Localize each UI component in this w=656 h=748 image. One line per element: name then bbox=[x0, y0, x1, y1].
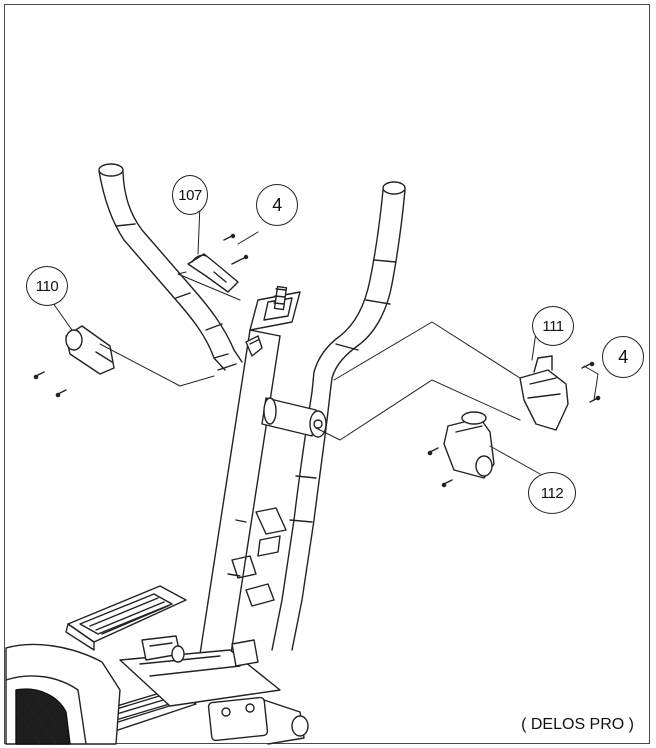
left-handlebar-arm bbox=[98, 163, 243, 371]
right-handlebar-arm bbox=[271, 181, 406, 651]
callout-4-right: 4 bbox=[602, 336, 644, 378]
flywheel-housing bbox=[5, 643, 121, 745]
main-upright-mast bbox=[195, 285, 301, 687]
part-111-cover bbox=[519, 355, 601, 431]
console-connector bbox=[245, 335, 263, 357]
model-label: ( DELOS PRO ) bbox=[521, 716, 634, 733]
callout-111: 111 bbox=[532, 306, 574, 346]
part-112-cover bbox=[427, 411, 495, 488]
base-frame bbox=[119, 635, 309, 745]
callout-110: 110 bbox=[26, 266, 68, 306]
lower-linkage bbox=[231, 507, 287, 607]
part-107-cover bbox=[187, 233, 249, 293]
callout-112: 112 bbox=[528, 472, 576, 514]
left-pedal bbox=[65, 585, 187, 651]
assembly-leader-lines bbox=[47, 203, 599, 475]
callout-4-top: 4 bbox=[256, 184, 298, 226]
callout-107: 107 bbox=[172, 175, 208, 215]
part-110-cover bbox=[33, 325, 115, 398]
pivot-tube bbox=[261, 397, 327, 438]
